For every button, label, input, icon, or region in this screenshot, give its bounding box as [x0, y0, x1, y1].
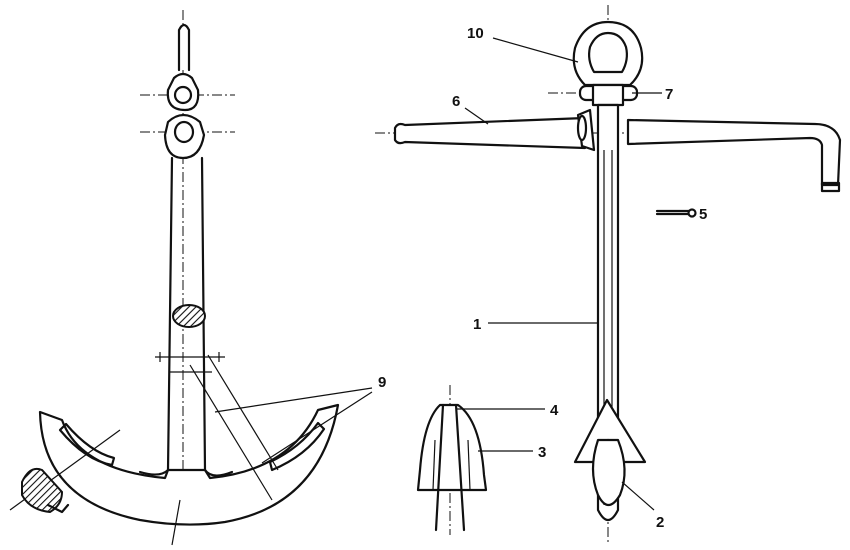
upper-lug-hole — [173, 85, 193, 105]
shank-top-tongue — [177, 23, 191, 72]
lower-lug-hole — [173, 120, 195, 144]
anchor-arms-inner — [138, 468, 170, 476]
anchor-arms-inner-right — [203, 468, 234, 477]
label-2: 2 — [656, 514, 664, 531]
right-fluke-slot — [268, 421, 326, 472]
label-4: 4 — [550, 402, 559, 419]
shank-section-hatched — [172, 304, 206, 328]
fluke-tip-section-hatched — [21, 467, 64, 514]
leader-10 — [492, 37, 579, 63]
shackle-body — [591, 83, 625, 107]
leader-2 — [621, 481, 655, 511]
anchor-side-view: 5 10 7 6 1 2 — [375, 5, 842, 545]
stock-collar-nut — [576, 114, 588, 142]
side-crown — [591, 438, 626, 507]
crown-axis-bottom — [171, 499, 181, 546]
label-5: 5 — [699, 206, 707, 223]
anchor-arms-outer — [38, 403, 340, 526]
fluke-detail-inner-l — [432, 439, 436, 491]
left-fluke-slot — [58, 422, 116, 467]
fluke-detail-stem-l — [434, 403, 445, 532]
label-9: 9 — [378, 374, 386, 391]
shank-left-edge — [166, 156, 174, 472]
fluke-detail-stem-r — [454, 403, 466, 532]
label-7: 7 — [665, 86, 673, 103]
diagonal-dim-line — [189, 364, 273, 501]
label-3: 3 — [538, 444, 546, 461]
diagonal-dim-line-2 — [207, 354, 279, 471]
leader-9-b — [261, 391, 373, 464]
label-1: 1 — [473, 316, 481, 333]
stock-right — [626, 118, 842, 187]
fluke-tip-detail — [46, 503, 70, 514]
leader-6 — [464, 107, 489, 125]
stock-end-cap — [820, 181, 841, 193]
anchor-front-view: 9 — [9, 10, 386, 546]
label-6: 6 — [452, 93, 460, 110]
fluke-detail-outline — [416, 403, 488, 492]
stock-left — [393, 116, 587, 150]
pin-icon — [655, 208, 697, 218]
label-10: 10 — [467, 25, 484, 42]
fluke-detail-inner-r — [467, 439, 471, 491]
shackle-inner — [588, 31, 628, 74]
leader-9-a — [214, 387, 373, 413]
fluke-detail-view: 4 3 — [416, 385, 559, 535]
